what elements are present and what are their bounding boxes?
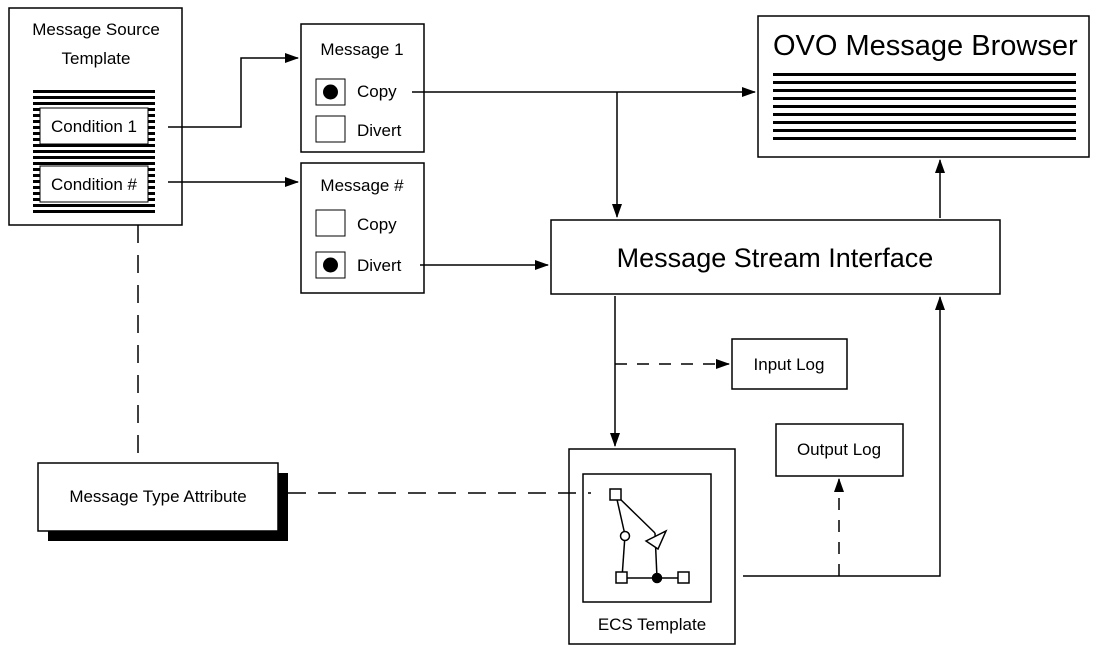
stream-interface-label: Message Stream Interface — [617, 243, 934, 273]
condition-n-label: Condition # — [51, 175, 138, 194]
ecs-circuit-icon — [609, 488, 690, 584]
browser-title: OVO Message Browser — [773, 30, 1078, 62]
message-1-box: Message 1 Copy Divert — [300, 23, 425, 153]
output-log-box: Output Log — [775, 423, 904, 477]
ecs-template: ECS Template — [568, 448, 736, 645]
message-1-copy-option[interactable]: Copy — [315, 78, 397, 106]
input-log-label: Input Log — [754, 355, 825, 374]
source-template-title-line2: Template — [62, 49, 131, 68]
browser-message-lines — [773, 73, 1076, 140]
condition-row-n[interactable]: Condition # — [39, 165, 149, 203]
output-log-label: Output Log — [797, 440, 881, 459]
message-n-divert-option[interactable]: Divert — [315, 251, 402, 279]
message-1-divert-label: Divert — [357, 121, 402, 140]
message-type-attribute: Message Type Attribute — [37, 462, 288, 541]
message-n-copy-label: Copy — [357, 215, 397, 234]
message-n-title: Message # — [320, 176, 404, 195]
ecs-template-label: ECS Template — [598, 615, 706, 634]
source-template-title-line1: Message Source — [32, 20, 160, 39]
condition-row-1[interactable]: Condition 1 — [39, 107, 149, 145]
message-source-template: Message Source Template Condition 1 Cond… — [8, 7, 183, 226]
radio-selected-icon — [323, 84, 338, 100]
arrow-condition1-to-message1 — [168, 53, 299, 128]
message-1-copy-label: Copy — [357, 82, 397, 101]
condition-1-label: Condition 1 — [51, 117, 137, 136]
message-1-title: Message 1 — [320, 40, 403, 59]
input-log-box: Input Log — [731, 338, 848, 390]
arrow-ecs-to-stream — [743, 296, 945, 577]
type-attribute-label: Message Type Attribute — [69, 487, 246, 506]
message-stream-interface: Message Stream Interface — [550, 219, 1001, 295]
message-1-divert-option[interactable]: Divert — [315, 115, 402, 143]
connectors — [137, 53, 945, 577]
radio-selected-icon — [323, 257, 338, 273]
message-n-box: Message # Copy Divert — [300, 162, 425, 294]
message-n-copy-option[interactable]: Copy — [315, 209, 397, 237]
message-n-divert-label: Divert — [357, 256, 402, 275]
ovo-message-browser[interactable]: OVO Message Browser — [757, 15, 1090, 158]
